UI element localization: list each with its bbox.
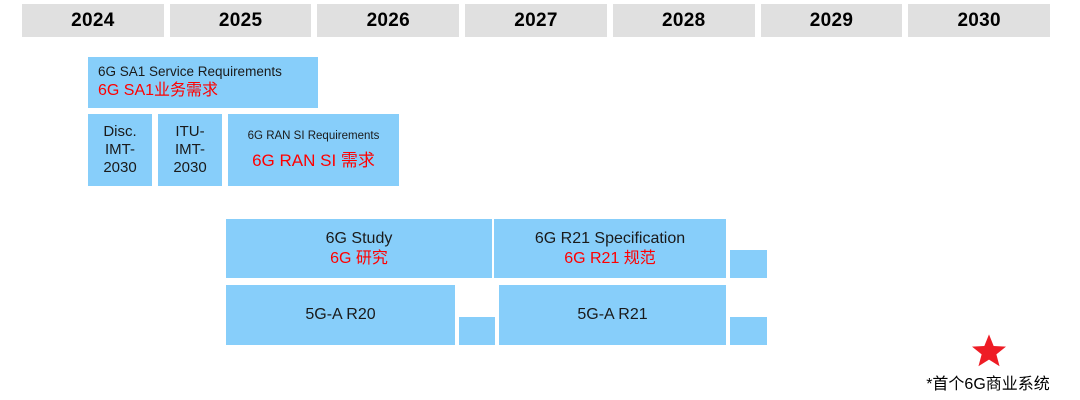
timeline-year-header: 2024 2025 2026 2027 2028 2029 2030: [22, 4, 1051, 37]
bar-label-en: 6G RAN SI Requirements: [247, 130, 380, 143]
bar-6g-r21-specification: 6G R21 Specification 6G R21 规范: [494, 219, 726, 278]
year-cell-2026: 2026: [317, 4, 460, 37]
bar-label-en: 6G Study: [325, 229, 393, 247]
star-icon: [972, 334, 1006, 367]
box-line-3: 2030: [173, 159, 207, 177]
year-cell-2025: 2025: [169, 4, 312, 37]
box-line-3: 2030: [103, 159, 137, 177]
star-footnote-label: *首个6G商业系统: [926, 376, 1050, 393]
bar-5g-a-r21: 5G-A R21: [499, 285, 726, 345]
year-cell-2030: 2030: [908, 4, 1051, 37]
bar-label-en: 5G-A R21: [577, 306, 648, 323]
box-line-2: IMT-: [105, 140, 135, 158]
box-disc-imt-2030: Disc. IMT- 2030: [88, 114, 152, 186]
bar-label-en: 6G SA1 Service Requirements: [98, 64, 282, 80]
year-cell-2028: 2028: [612, 4, 755, 37]
bar-label-en: 6G R21 Specification: [534, 229, 686, 247]
box-line-1: Disc.: [103, 122, 137, 140]
bar-label-zh: 6G R21 规范: [564, 249, 656, 267]
bar-label-en: 5G-A R20: [305, 306, 376, 323]
bar-label-zh: 6G RAN SI 需求: [252, 150, 375, 170]
year-cell-2029: 2029: [760, 4, 903, 37]
box-itu-imt-2030: ITU- IMT- 2030: [158, 114, 222, 186]
bar-5g-a-r20: 5G-A R20: [226, 285, 455, 345]
bar-5g-a-r21-step-stub: [730, 317, 767, 345]
bar-6g-ran-si-requirements: 6G RAN SI Requirements 6G RAN SI 需求: [228, 114, 399, 186]
box-line-1: ITU-: [175, 122, 205, 140]
year-cell-2024: 2024: [22, 4, 164, 37]
year-cell-2027: 2027: [465, 4, 607, 37]
box-line-2: IMT-: [175, 140, 205, 158]
bar-6g-r21-specification-step-stub: [730, 250, 767, 278]
bar-6g-study: 6G Study 6G 研究: [226, 219, 492, 278]
bar-5g-a-r20-step-stub: [459, 317, 495, 345]
bar-6g-sa1-service-requirements: 6G SA1 Service Requirements 6G SA1业务需求: [88, 57, 318, 108]
bar-label-zh: 6G SA1业务需求: [98, 81, 219, 99]
bar-label-zh: 6G 研究: [330, 249, 388, 267]
